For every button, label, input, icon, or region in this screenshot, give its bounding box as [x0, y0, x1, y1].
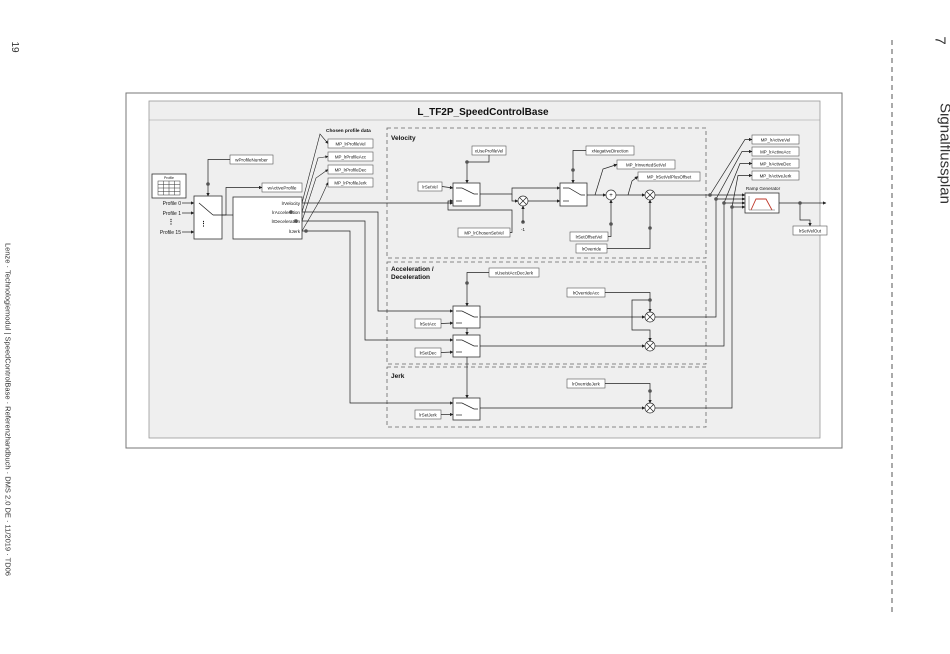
page-number: 19	[9, 41, 20, 53]
lrSetOffsetVel-label: lrSetOffsetVel	[576, 235, 603, 240]
sum-plus-sign: +	[609, 193, 613, 199]
chapter-title: Signalflussplan	[936, 103, 950, 204]
chosen-lrAcceleration: lrAcceleration	[272, 210, 300, 215]
wActiveProfile-label: wActiveProfile	[268, 186, 297, 191]
xUseProfileVel-label: xUseProfileVel	[475, 149, 504, 154]
profile-ellipsis: ⋮	[168, 218, 175, 226]
lrOverrideJerk-label: lrOverrideJerk	[572, 382, 600, 387]
lrSetVelOut-label: lrSetVelOut	[799, 229, 822, 234]
profile-1-label: Profile 1	[163, 211, 182, 217]
acc-select-switch	[452, 305, 481, 329]
negative-direction-switch	[559, 182, 588, 207]
acc-dec-section	[386, 261, 707, 365]
chosen-profile-block	[232, 196, 303, 240]
chapter-number: 7	[931, 36, 949, 45]
jerk-section	[386, 366, 707, 428]
MP_lrProfileAcc-label: MP_lrProfileAcc	[335, 155, 367, 160]
chosen-profile-header: Chosen profile data	[326, 128, 371, 134]
MP_lrActiveAcc-label: MP_lrActiveAcc	[760, 150, 792, 155]
MP_lrInvertedSetVel-label: MP_lrInvertedSetVel	[626, 163, 666, 168]
MP_lrActiveJerk-label: MP_lrActiveJerk	[760, 174, 793, 179]
wProfileNumber-label: wProfileNumber	[235, 158, 268, 163]
dec-select-switch	[452, 334, 481, 358]
MP_lrActiveVel-label: MP_lrActiveVel	[761, 138, 791, 143]
xNegativeDirection-label: xNegativeDirection	[592, 149, 629, 154]
lrOverrideAcc-label: lrOverrideAcc	[573, 291, 600, 296]
profile-0-label: Profile 0	[163, 201, 182, 207]
profile-15-label: Profile 15	[160, 230, 181, 236]
jerk-section-title: Jerk	[391, 373, 405, 380]
MP_lrChosenSetVel-label: MP_lrChosenSetVel	[464, 231, 503, 236]
MP_lrSetVelPlusOffset-label: MP_lrSetVelPlusOffset	[647, 175, 692, 180]
ramp-generator-label: Ramp Generator	[746, 186, 781, 191]
velocity-section	[386, 127, 707, 259]
minus-one-label: -1	[521, 227, 525, 232]
MP_lrActiveDec-label: MP_lrActiveDec	[760, 162, 792, 167]
MP_lrProfileVel-label: MP_lrProfileVel	[335, 142, 365, 147]
page-footer: Lenze · Technologiemodul | SpeedControlB…	[3, 243, 13, 576]
lrOverride-label: lrOverride	[582, 247, 602, 252]
profile-table-icon: Profile	[151, 173, 187, 199]
acc-dec-section-title-2: Deceleration	[391, 274, 430, 281]
acc-dec-section-title-1: Acceleration /	[391, 266, 434, 273]
diagram-title: L_TF2P_SpeedControlBase	[417, 107, 549, 118]
profile-table-label: Profile	[164, 176, 174, 180]
mux-ellipsis: ⋮	[200, 220, 207, 228]
ramp-generator-block	[744, 192, 780, 214]
chosen-lrJerk: lrJerk	[289, 229, 301, 234]
lrSetVel-label: lrSetVel	[422, 185, 437, 190]
profile-selector-mux: ⋮	[193, 195, 223, 240]
MP_lrProfileJerk-label: MP_lrProfileJerk	[334, 181, 367, 186]
velocity-section-title: Velocity	[391, 135, 416, 142]
chosen-lrVelocity: lrVelocity	[282, 201, 301, 206]
lrSetJerk-label: lrSetJerk	[419, 413, 437, 418]
lrSetAcc-label: lrSetAcc	[420, 322, 437, 327]
xUseIstAccDecJerk-label: xUseIstAccDecJerk	[495, 271, 534, 276]
chosen-lrDeceleration: lrDeceleration	[272, 219, 301, 224]
use-profile-vel-switch	[452, 182, 481, 207]
lrSetDec-label: lrSetDec	[420, 351, 438, 356]
MP_lrProfileDec-label: MP_lrProfileDec	[335, 168, 368, 173]
jerk-select-switch	[452, 397, 481, 421]
